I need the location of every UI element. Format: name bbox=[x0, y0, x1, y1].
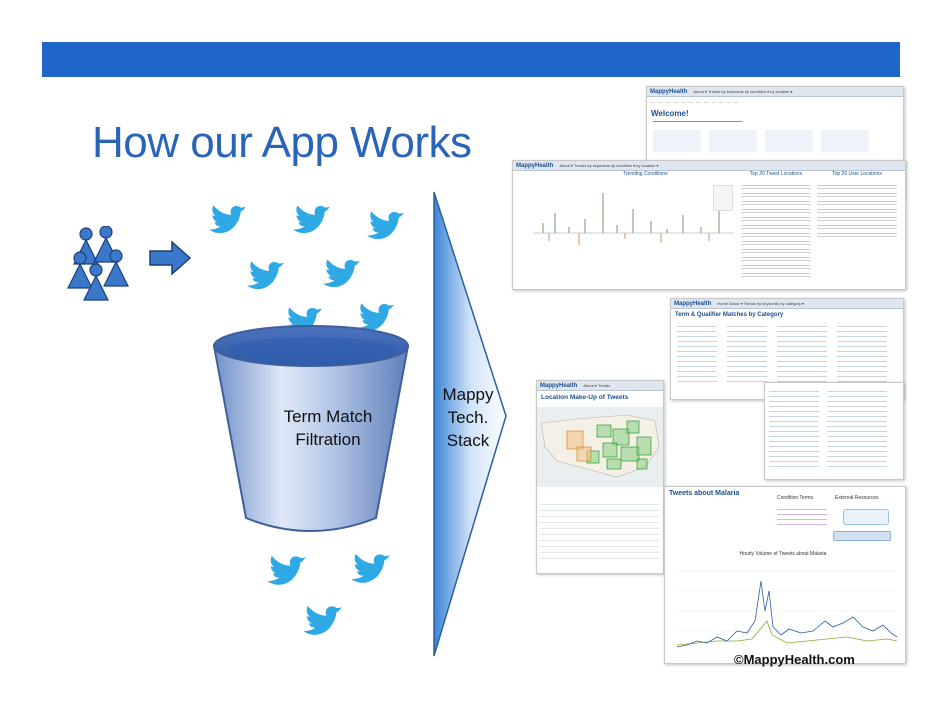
hourly-volume-title: Hourly Volume of Tweets about Malaria bbox=[739, 551, 827, 557]
bucket-label-line1: Term Match bbox=[283, 407, 373, 426]
brand-logo: MappyHealth bbox=[540, 382, 578, 389]
bird-icon bbox=[247, 261, 284, 290]
bird-icon bbox=[323, 259, 360, 288]
bird-icon bbox=[351, 553, 390, 583]
funnel-label-line3: Stack bbox=[446, 431, 490, 450]
tweet-locations-title: Top 20 Tweet Locations bbox=[749, 171, 803, 177]
bird-icon bbox=[209, 205, 246, 234]
trending-bar-chart bbox=[533, 193, 733, 245]
copyright-label: ©MappyHealth.com bbox=[734, 652, 855, 667]
brand-logo: MappyHealth bbox=[516, 162, 554, 169]
funnel-label-line2: Tech. bbox=[447, 408, 489, 427]
bird-icon bbox=[303, 605, 342, 635]
flow-arrow-icon bbox=[149, 240, 192, 276]
bird-icon bbox=[267, 555, 306, 585]
funnel-label: Mappy Tech. Stack bbox=[434, 383, 502, 452]
bucket-label: Term Match Filtration bbox=[248, 405, 408, 451]
condition-terms-label: Condition Terms bbox=[777, 495, 814, 501]
user-locations-title: Top 20 User Locations bbox=[832, 171, 882, 177]
bucket-label-line2: Filtration bbox=[295, 430, 361, 449]
tweets-about-title: Tweets about Malaria bbox=[669, 490, 740, 497]
slide-title: How our App Works bbox=[92, 118, 472, 167]
tech-stack-funnel bbox=[433, 191, 507, 657]
bird-icon bbox=[367, 211, 404, 240]
header-banner bbox=[42, 42, 900, 77]
screenshot-malaria: Tweets about Malaria Condition Terms Ext… bbox=[664, 486, 906, 664]
bird-icon bbox=[293, 205, 330, 234]
people-group-icon bbox=[67, 226, 129, 301]
hourly-volume-chart bbox=[677, 570, 897, 648]
welcome-title: Welcome! bbox=[651, 109, 689, 118]
brand-logo: MappyHealth bbox=[650, 88, 688, 95]
trending-title: Trending Conditions bbox=[623, 171, 668, 177]
location-makeup-title: Location Make-Up of Tweets bbox=[541, 394, 629, 401]
external-resources-label: External Resources bbox=[835, 495, 879, 501]
screenshot-term-lists bbox=[764, 382, 904, 480]
filter-bucket bbox=[212, 325, 410, 532]
brand-logo: MappyHealth bbox=[674, 300, 712, 307]
term-qualifier-title: Term & Qualifier Matches by Category bbox=[675, 312, 784, 318]
tweet-location-map bbox=[537, 407, 663, 487]
funnel-label-line1: Mappy bbox=[442, 385, 494, 404]
